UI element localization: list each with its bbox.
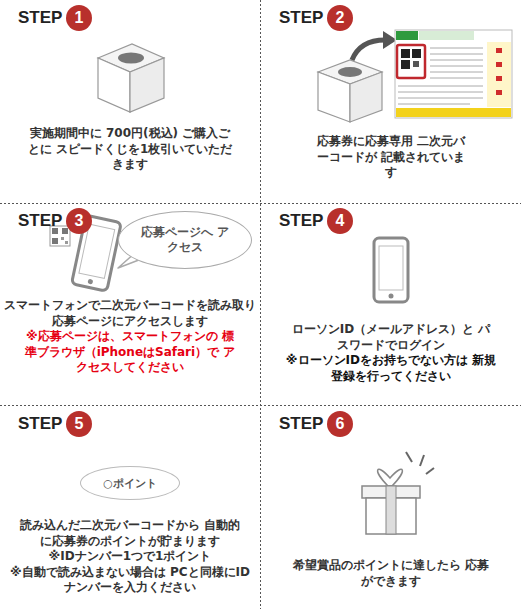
lottery-box-icon bbox=[98, 44, 164, 112]
description-text: ローソンID（メールアドレス）と パスワードでログイン bbox=[291, 322, 491, 353]
text-cell: 応募券に応募専用 二次元バーコードが 記載されています bbox=[261, 134, 521, 181]
step-number: 5 bbox=[75, 415, 84, 433]
description-text: スマートフォンで二次元バーコードを読み取り 応募ページにアクセスします bbox=[4, 298, 256, 329]
step-number-circle: 6 bbox=[327, 411, 353, 437]
step-number-circle: 2 bbox=[327, 5, 353, 31]
step-number-circle: 4 bbox=[327, 208, 353, 234]
step-number-circle: 5 bbox=[66, 411, 92, 437]
description-text: 実施期間中に 700円(税込) ご購入ごとに スピードくじを1枚引いていただきま… bbox=[28, 126, 233, 173]
description-text: ※ローソンIDをお持ちでない方は 新規登録を行ってください bbox=[281, 353, 501, 384]
step-label: STEP bbox=[279, 8, 323, 28]
step-label: STEP bbox=[279, 414, 323, 434]
arrow-illustration bbox=[352, 40, 385, 60]
smartphone-icon bbox=[374, 238, 408, 302]
step-number-circle: 3 bbox=[66, 208, 92, 234]
description-text: 読み込んだ二次元バーコードから 自動的に応募券のポイントが貯まります bbox=[18, 518, 243, 549]
description-text: 希望賞品のポイントに達したら 応募ができます bbox=[291, 558, 491, 589]
step-label: STEP bbox=[279, 211, 323, 231]
coupon-illustration bbox=[395, 30, 512, 118]
step-number: 6 bbox=[336, 415, 345, 433]
text-cell: スマートフォンで二次元バーコードを読み取り 応募ページにアクセスします※応募ペー… bbox=[0, 298, 260, 376]
step-number: 4 bbox=[336, 212, 345, 230]
text-cell: 希望賞品のポイントに達したら 応募ができます bbox=[261, 558, 521, 589]
step-number: 1 bbox=[75, 9, 84, 27]
lottery-box-icon bbox=[318, 60, 382, 122]
step-label: STEP bbox=[18, 8, 62, 28]
text-cell: 実施期間中に 700円(税込) ご購入ごとに スピードくじを1枚引いていただきま… bbox=[0, 126, 260, 173]
description-text: 応募券に応募専用 二次元バーコードが 記載されています bbox=[316, 134, 466, 181]
text-cell: ローソンID（メールアドレス）と パスワードでログイン※ローソンIDをお持ちでな… bbox=[261, 322, 521, 384]
text-cell: 読み込んだ二次元バーコードから 自動的に応募券のポイントが貯まります※IDナンバ… bbox=[0, 518, 260, 596]
step-number-circle: 1 bbox=[66, 5, 92, 31]
note-text: ※応募ページは、スマートフォンの 標準ブラウザ（iPhoneはSafari）で … bbox=[23, 329, 238, 376]
step-label: STEP bbox=[18, 414, 62, 434]
step-label: STEP bbox=[18, 211, 62, 231]
point-oval: ○ポイント bbox=[80, 466, 180, 500]
node-text: ○ポイント bbox=[103, 476, 157, 491]
description-text: ※IDナンバー1つで1ポイント bbox=[49, 549, 212, 565]
node-text: 応募ページへ アクセス bbox=[140, 225, 230, 255]
step-number: 2 bbox=[336, 9, 345, 27]
step-number: 3 bbox=[75, 212, 84, 230]
description-text: ※自動で読み込まない場合は PCと同様にIDナンバーを入力ください bbox=[10, 565, 250, 596]
speech-bubble: 応募ページへ アクセス bbox=[118, 211, 252, 269]
gift-icon bbox=[362, 452, 434, 534]
